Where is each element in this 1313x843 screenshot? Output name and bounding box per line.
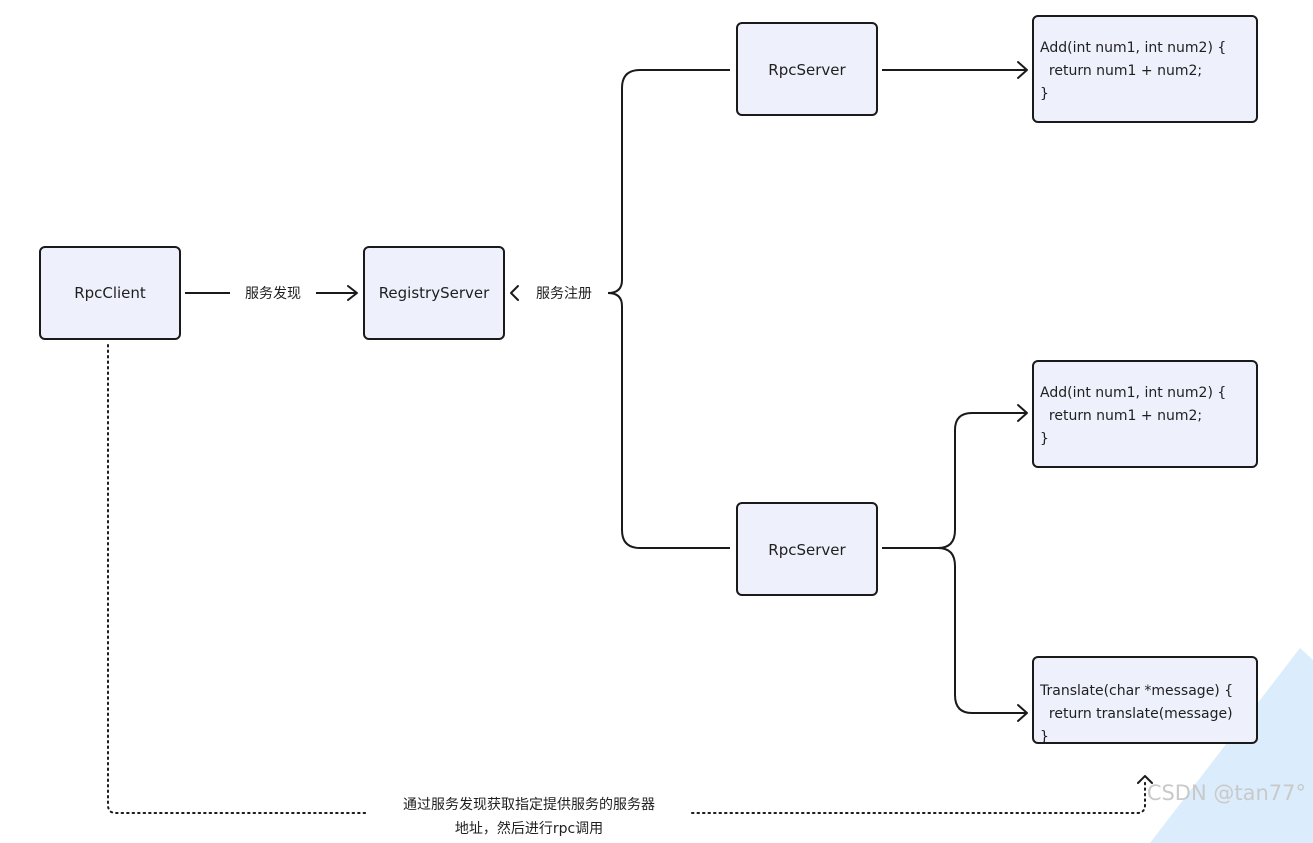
- code-line: return num1 + num2;: [1040, 63, 1202, 79]
- rpc-call-label-line2: 地址，然后进行rpc调用: [455, 820, 603, 837]
- code-line: Translate(char *message) {: [1039, 683, 1233, 699]
- code-line: }: [1040, 86, 1049, 102]
- code-block-top-add: Add(int num1, int num2) { return num1 + …: [1032, 15, 1258, 123]
- registry-server-label: RegistryServer: [379, 284, 490, 302]
- code-line: return translate(message): [1040, 706, 1233, 722]
- watermark-text: CSDN @tan77°: [1147, 781, 1306, 805]
- rpc-server-top-label: RpcServer: [768, 61, 846, 79]
- bottom-server-branch: [882, 412, 1026, 714]
- code-line: }: [1040, 431, 1049, 447]
- code-line: Add(int num1, int num2) {: [1040, 385, 1226, 401]
- registration-brace: [607, 69, 730, 549]
- discovery-arrowhead: [347, 285, 358, 301]
- code-block-bottom-translate: Translate(char *message) { return transl…: [1032, 656, 1258, 745]
- watermark-logo-shape: [1150, 648, 1313, 843]
- discovery-edge-label: 服务发现: [245, 286, 301, 302]
- rpc-server-bottom-node: RpcServer: [736, 502, 878, 596]
- rpc-call-arrowhead: [1137, 775, 1153, 784]
- registry-server-node: RegistryServer: [363, 246, 505, 340]
- bottom-server-to-translate-arrowhead: [1017, 704, 1028, 722]
- code-line: }: [1040, 729, 1049, 745]
- rpc-call-dotted-path-right: [691, 779, 1146, 814]
- registration-edge-label: 服务注册: [536, 286, 592, 302]
- code-block-bottom-add: Add(int num1, int num2) { return num1 + …: [1032, 360, 1258, 468]
- rpc-client-node: RpcClient: [39, 246, 181, 340]
- top-server-to-add-arrowhead: [1017, 61, 1028, 79]
- rpc-server-top-node: RpcServer: [736, 22, 878, 116]
- code-line: Add(int num1, int num2) {: [1040, 40, 1226, 56]
- registration-arrowhead: [510, 285, 519, 301]
- rpc-server-bottom-label: RpcServer: [768, 541, 846, 559]
- code-line: return num1 + num2;: [1040, 408, 1202, 424]
- rpc-call-dotted-path-left: [107, 344, 367, 814]
- rpc-client-label: RpcClient: [74, 284, 146, 302]
- rpc-call-label-line1: 通过服务发现获取指定提供服务的服务器: [403, 797, 655, 813]
- bottom-server-to-add-arrowhead: [1017, 404, 1028, 422]
